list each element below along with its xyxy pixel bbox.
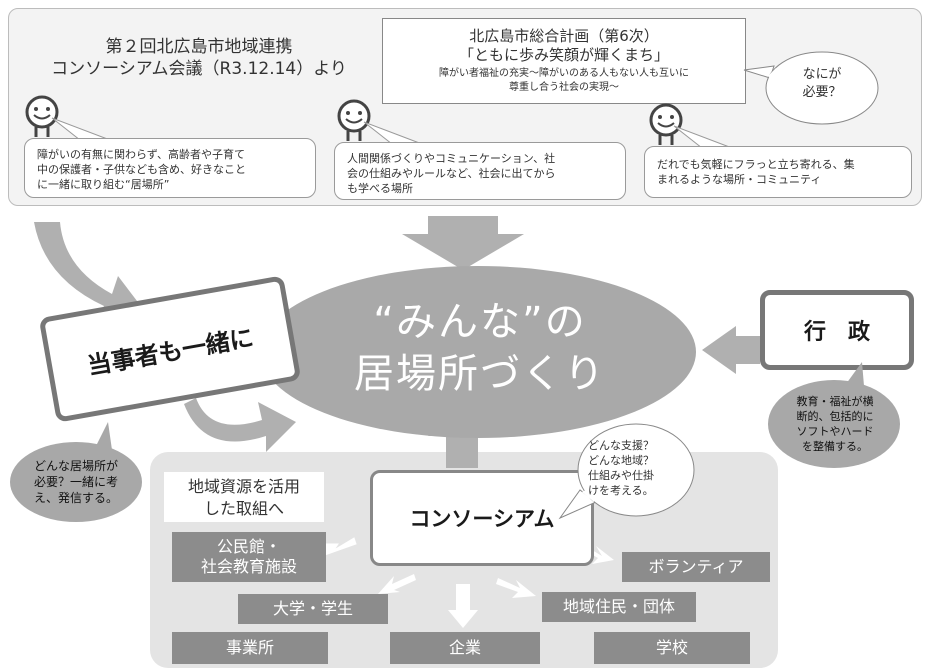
- consortium-box: コンソーシアム: [370, 470, 594, 566]
- question-bubble-text: どんな支援？ どんな地域？ 仕組みや仕掛 けを考える。: [588, 438, 688, 498]
- left-bubble-line2: 必要？一緒に考: [33, 475, 118, 489]
- resource-box: 地域資源を活用 した取組へ: [164, 472, 324, 522]
- speech-bubble-1: 障がいの有無に関わらず、高齢者や子育て 中の保護者・子供なども含め、好きなこと …: [24, 138, 316, 198]
- bubble2-line1: 人間関係づくりやコミュニケーション、社: [347, 152, 556, 165]
- center-line2: 居場所づくり: [354, 351, 606, 397]
- right-bubble-line4: を整備する。: [802, 440, 868, 453]
- kominkan-line2: 社会教育施設: [200, 557, 297, 576]
- left-bubble-line1: どんな居場所が: [33, 459, 118, 473]
- smiley-icon: [649, 103, 683, 145]
- plan-sub-2: 尊重し合う社会の実現〜: [509, 82, 619, 93]
- university-label: 大学・学生: [272, 599, 353, 618]
- question-line3: 仕組みや仕掛: [588, 469, 654, 482]
- arrow-icon: [496, 578, 536, 598]
- speech-bubble-2: 人間関係づくりやコミュニケーション、社 会の仕組みやルールなど、社会に出てから …: [334, 142, 626, 200]
- smiley-icon: [25, 95, 59, 137]
- smiley-icon: [337, 99, 371, 141]
- school-box: 学校: [594, 632, 750, 664]
- left-bubble-text: どんな居場所が 必要？一緒に考 え、発信する。: [20, 458, 132, 506]
- bubble1-line1: 障がいの有無に関わらず、高齢者や子育て: [37, 148, 246, 161]
- curved-arrow-icon: [34, 222, 150, 322]
- right-bubble-line2: 断的、包括的に: [796, 410, 874, 423]
- speech-bubble-3: だれでも気軽にフラっと立ち寄れる、集 まれるような場所・コミュニティ: [644, 146, 912, 198]
- consortium-label: コンソーシアム: [409, 507, 555, 531]
- plan-box: 北広島市総合計画（第6次） 「ともに歩み笑顔が輝くまち」 障がい者福祉の充実〜障…: [382, 18, 746, 104]
- left-title: 第２回北広島市地域連携 コンソーシアム会議（R3.12.14）より: [34, 36, 364, 80]
- left-arrow-icon: [702, 326, 760, 374]
- resource-line2: した取組へ: [203, 499, 284, 518]
- bubble3-line2: まれるような場所・コミュニティ: [657, 173, 822, 186]
- arrow-icon: [378, 574, 416, 594]
- left-title-line1: 第２回北広島市地域連携: [105, 37, 293, 57]
- right-bubble-line3: ソフトやハード: [796, 425, 874, 438]
- university-box: 大学・学生: [238, 594, 388, 624]
- bubble2-line3: も学べる場所: [347, 182, 413, 195]
- plan-title: 北広島市総合計画（第6次）: [469, 27, 659, 45]
- plan-sub-1: 障がい者福祉の充実〜障がいのある人もない人も互いに: [439, 68, 689, 79]
- center-ellipse: [260, 266, 696, 438]
- government-box: 行 政: [760, 290, 914, 370]
- kominkan-line1: 公民館・: [216, 537, 281, 556]
- company-label: 企業: [448, 638, 481, 657]
- company-box: 企業: [390, 632, 540, 664]
- volunteer-label: ボランティア: [648, 557, 744, 576]
- kominkan-box: 公民館・ 社会教育施設: [172, 532, 326, 582]
- left-bubble-shape: [10, 422, 142, 522]
- office-label: 事業所: [225, 638, 274, 657]
- bubble3-line1: だれでも気軽にフラっと立ち寄れる、集: [657, 158, 855, 171]
- bubble1-line2: 中の保護者・子供なども含め、好きなこと: [37, 163, 246, 176]
- curved-arrow-icon: [184, 398, 296, 452]
- need-line2: 必要？: [802, 85, 842, 100]
- bubble2-line2: 会の仕組みやルールなど、社会に出てから: [347, 167, 556, 180]
- question-line2: どんな地域？: [588, 454, 654, 467]
- right-bubble-shape: [768, 362, 900, 468]
- residents-box: 地域住民・団体: [542, 592, 696, 622]
- stakeholder-label: 当事者も一緒に: [85, 323, 256, 380]
- right-bubble-line1: 教育・福祉が横: [796, 395, 874, 408]
- plan-slogan: 「ともに歩み笑顔が輝くまち」: [458, 46, 669, 64]
- question-line4: けを考える。: [588, 484, 654, 497]
- left-title-line2: コンソーシアム会議（R3.12.14）より: [51, 59, 347, 79]
- right-bubble-text: 教育・福祉が横 断的、包括的に ソフトやハード を整備する。: [776, 394, 894, 454]
- resource-line1: 地域資源を活用: [187, 477, 300, 496]
- office-box: 事業所: [172, 632, 328, 664]
- need-bubble-text: なにが 必要？: [782, 66, 862, 102]
- volunteer-box: ボランティア: [622, 552, 770, 582]
- government-label: 行 政: [803, 320, 870, 345]
- question-line1: どんな支援？: [588, 439, 654, 452]
- down-arrow-icon: [402, 216, 524, 270]
- arrow-icon: [448, 584, 478, 628]
- need-bubble-shape: [743, 51, 879, 125]
- residents-label: 地域住民・団体: [562, 597, 675, 616]
- question-bubble-shape: [558, 423, 695, 520]
- need-line1: なにが: [802, 67, 842, 82]
- school-label: 学校: [655, 638, 688, 657]
- bubble1-line3: に一緒に取り組む“居場所”: [37, 178, 170, 191]
- center-title: “みんな”の 居場所づくり: [300, 296, 660, 400]
- left-bubble-line3: え、発信する。: [33, 491, 118, 505]
- center-line1: “みんな”の: [373, 299, 587, 345]
